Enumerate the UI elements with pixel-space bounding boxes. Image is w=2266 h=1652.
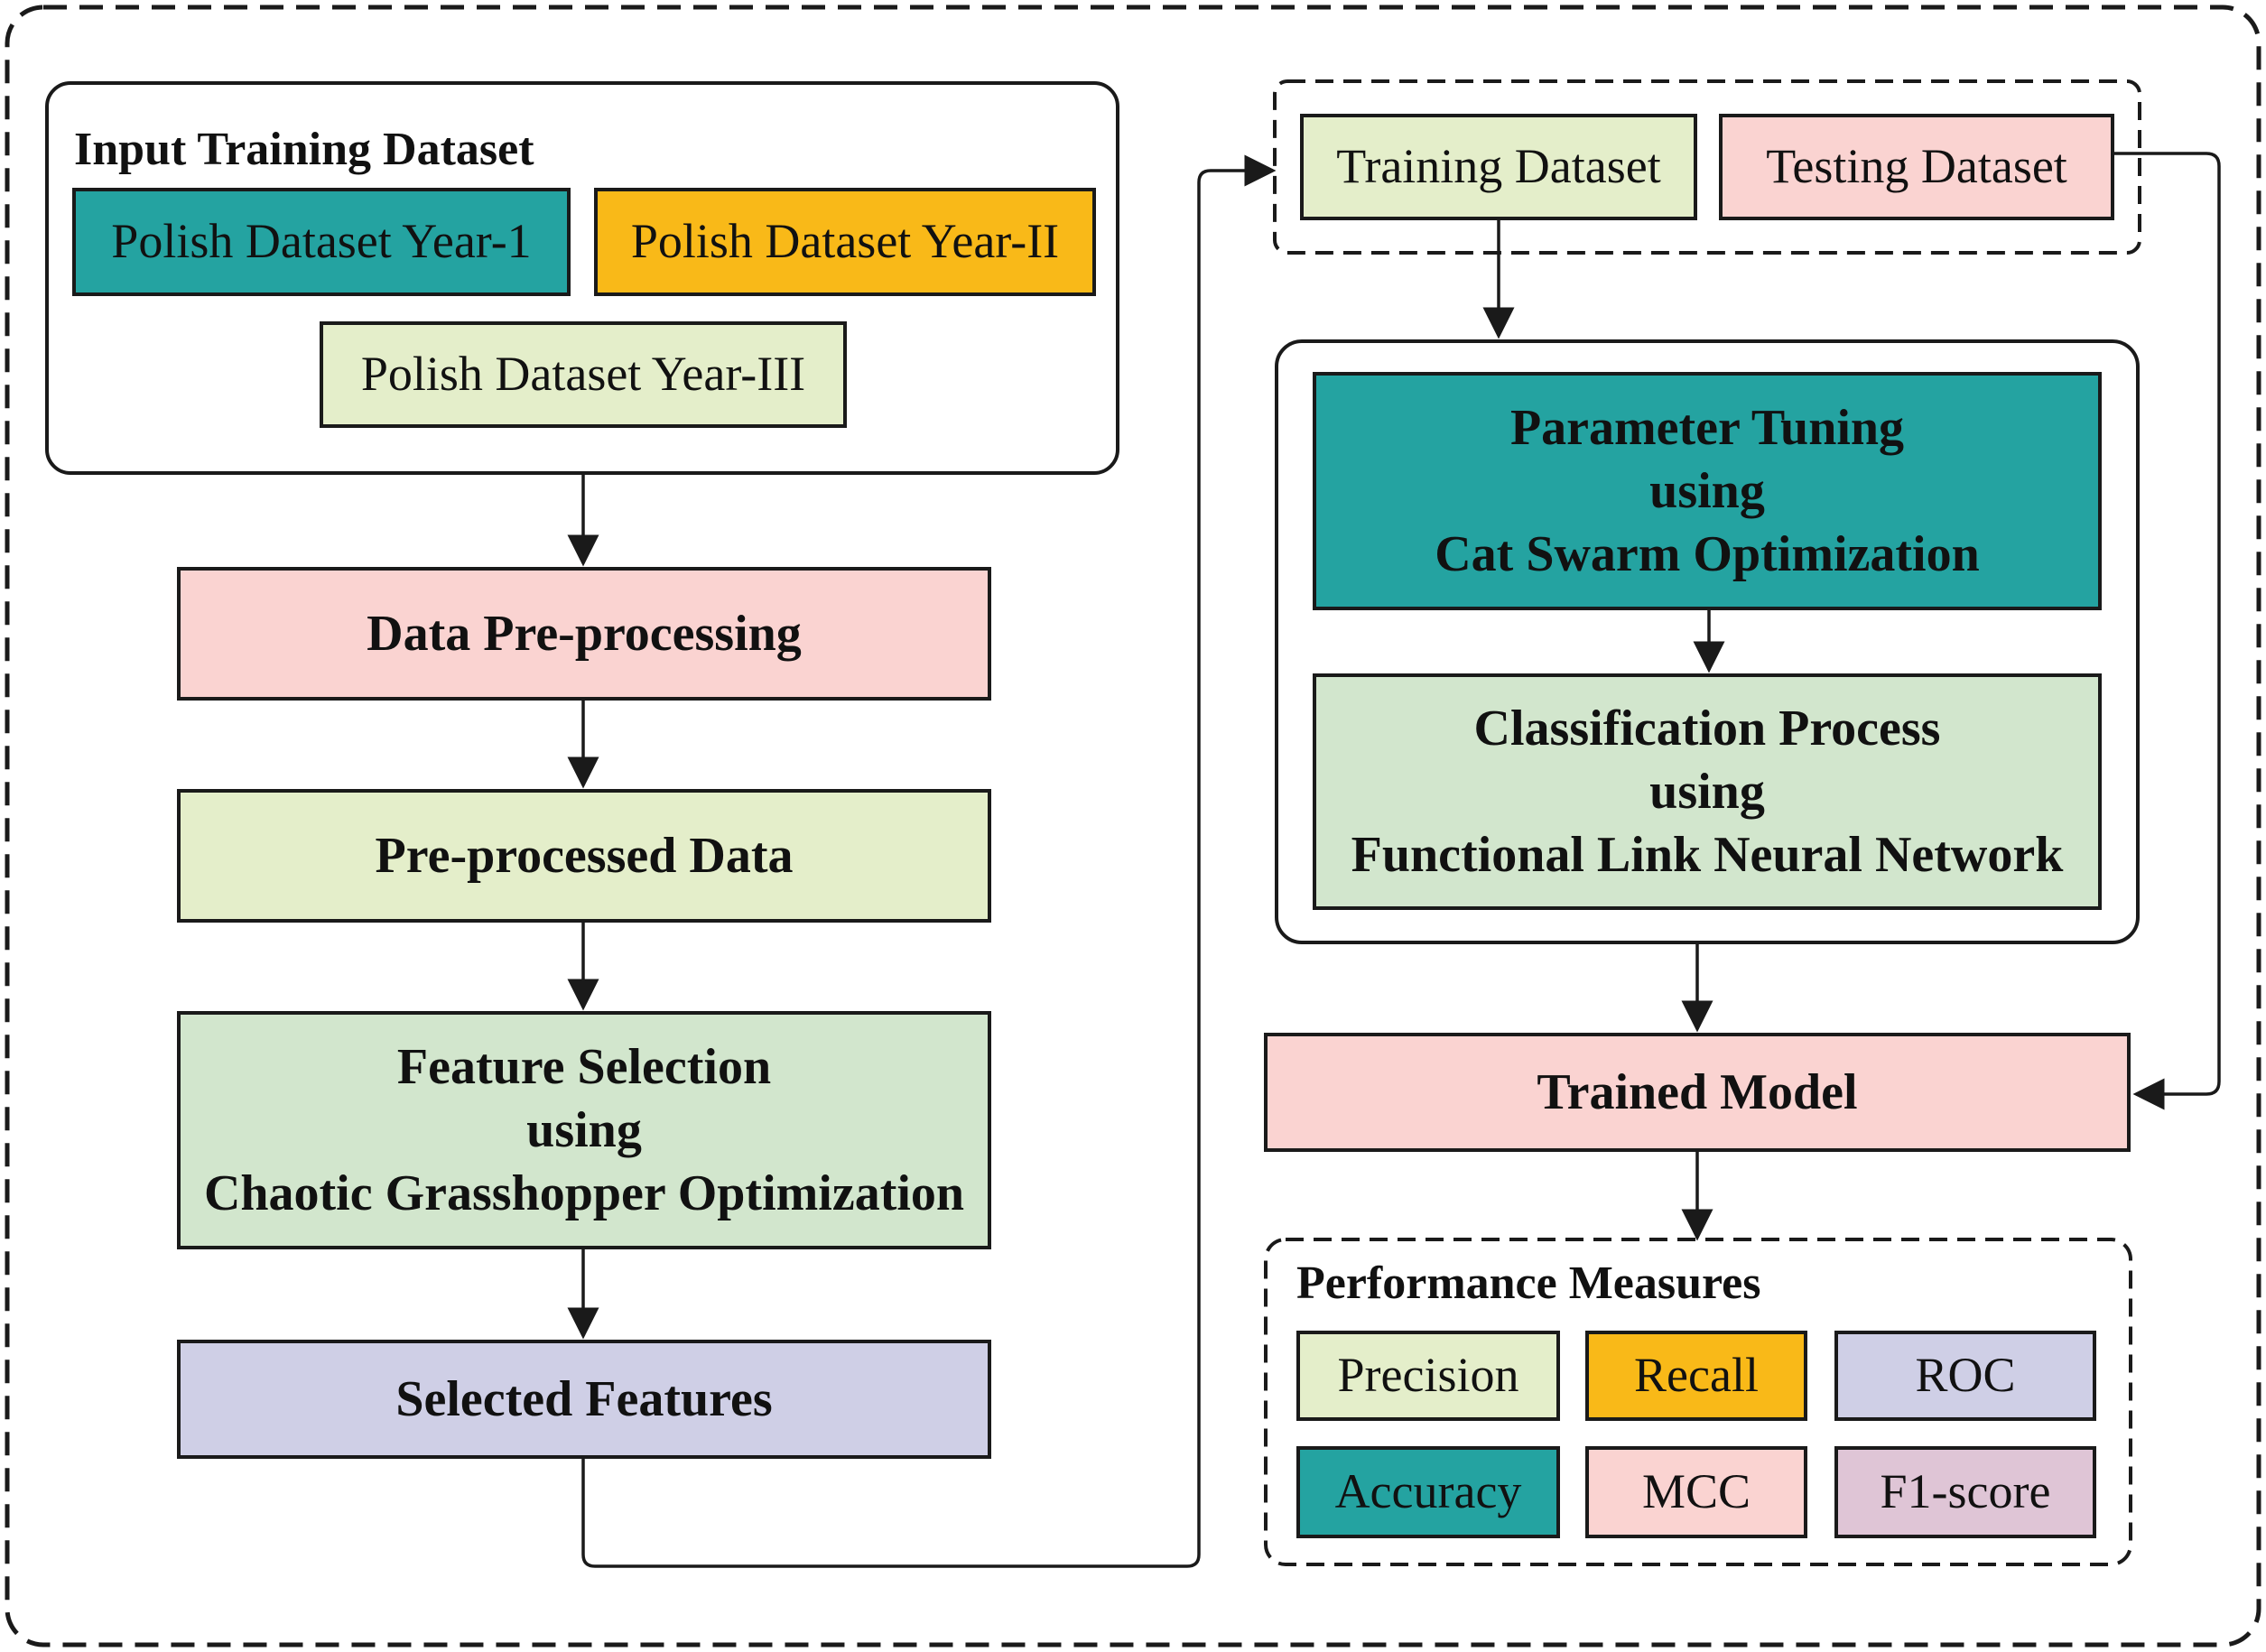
measure-precision: Precision (1296, 1331, 1560, 1421)
performance-group-title: Performance Measures (1296, 1258, 1761, 1309)
trained-model-box: Trained Model (1264, 1033, 2131, 1152)
measure-f1-score: F1-score (1834, 1446, 2096, 1538)
dataset-year-3: Polish Dataset Year-III (320, 321, 847, 428)
outer-frame (5, 5, 2261, 1647)
measure-roc: ROC (1834, 1331, 2096, 1421)
feature-selection-box: Feature Selection using Chaotic Grasshop… (177, 1011, 991, 1249)
tuning-line-1: Parameter Tuning (1509, 400, 1905, 456)
feature-selection-line-1: Feature Selection (396, 1039, 772, 1095)
selected-features-box: Selected Features (177, 1340, 991, 1459)
arrow-testing-to-trained (2114, 152, 2221, 1110)
measure-accuracy: Accuracy (1296, 1446, 1560, 1538)
parameter-tuning-box: Parameter Tuning using Cat Swarm Optimiz… (1313, 372, 2102, 610)
input-training-dataset-group: Input Training Dataset (45, 81, 1119, 475)
feature-selection-line-2: using (526, 1102, 642, 1158)
input-group-title: Input Training Dataset (74, 124, 534, 175)
feature-selection-line-3: Chaotic Grasshopper Optimization (203, 1165, 965, 1221)
tuning-line-2: using (1649, 463, 1765, 519)
classification-line-2: using (1649, 764, 1765, 820)
classification-line-3: Functional Link Neural Network (1351, 827, 2064, 883)
preprocessed-data-box: Pre-processed Data (177, 789, 991, 923)
testing-dataset-box: Testing Dataset (1719, 114, 2114, 220)
data-preprocessing-box: Data Pre-processing (177, 567, 991, 701)
classification-line-1: Classification Process (1473, 701, 1941, 756)
split-group-border (1273, 79, 2141, 255)
dataset-year-2: Polish Dataset Year-II (594, 188, 1096, 296)
arrow-selected-to-training (581, 154, 1277, 1568)
tuning-line-3: Cat Swarm Optimization (1435, 526, 1980, 582)
performance-group-border (1264, 1238, 2132, 1566)
dataset-year-1: Polish Dataset Year-1 (72, 188, 571, 296)
measure-recall: Recall (1585, 1331, 1807, 1421)
classification-process-box: Classification Process using Functional … (1313, 673, 2102, 910)
training-dataset-box: Training Dataset (1300, 114, 1697, 220)
model-group (1275, 339, 2140, 944)
measure-mcc: MCC (1585, 1446, 1807, 1538)
